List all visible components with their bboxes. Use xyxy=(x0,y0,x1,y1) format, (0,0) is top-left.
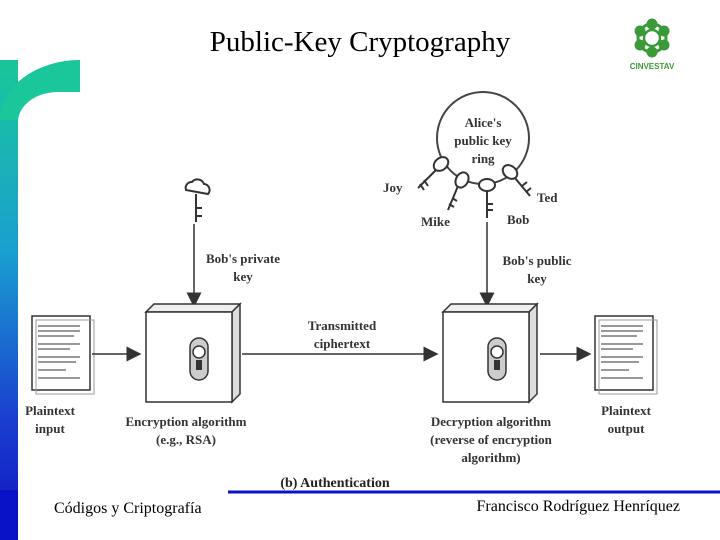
private-key-label-line1: Bob's private xyxy=(206,251,280,266)
keyring-label-line2: public key xyxy=(454,133,512,148)
sidebar-accent-bar xyxy=(0,60,18,540)
plaintext-output-label-line2: output xyxy=(608,421,646,436)
diagram-caption: (b) Authentication xyxy=(280,476,390,491)
bob-key-icon xyxy=(478,178,496,218)
private-key-label-line2: key xyxy=(233,269,253,284)
transmitted-label-line2: ciphertext xyxy=(314,336,371,351)
decryption-label-line1: Decryption algorithm xyxy=(431,414,551,429)
footer-course: Códigos y Criptografía xyxy=(54,500,202,517)
slide-title: Public-Key Cryptography xyxy=(209,26,511,58)
mike-key-icon xyxy=(447,171,470,211)
keyholder-ted: Ted xyxy=(537,190,558,205)
plaintext-input-document xyxy=(31,315,95,395)
decryption-label-line2: (reverse of encryption xyxy=(430,432,553,447)
transmitted-label-line1: Transmitted xyxy=(308,318,377,333)
private-key-icon xyxy=(184,178,211,222)
footer-accent-inner xyxy=(18,490,228,540)
keyring-label-line3: ring xyxy=(471,151,495,166)
logo-wordmark: CINVESTAV xyxy=(630,62,675,71)
footer-author: Francisco Rodríguez Henríquez xyxy=(476,498,680,515)
keyring-label-line1: Alice's xyxy=(465,115,502,130)
plaintext-input-label-line2: input xyxy=(35,421,65,436)
cinvestav-logo: CINVESTAV xyxy=(630,18,675,71)
keyholder-mike: Mike xyxy=(421,214,450,229)
encryption-box xyxy=(144,302,242,404)
ted-key-icon xyxy=(501,164,532,197)
plaintext-output-label-line1: Plaintext xyxy=(601,403,651,418)
logo-emblem xyxy=(634,18,670,58)
encryption-label-line2: (e.g., RSA) xyxy=(156,432,216,447)
joy-key-icon xyxy=(417,156,450,191)
keyholder-bob: Bob xyxy=(507,212,529,227)
keyholder-joy: Joy xyxy=(383,180,403,195)
decryption-box xyxy=(441,302,539,404)
public-key-label-line1: Bob's public xyxy=(502,253,571,268)
decryption-label-line3: algorithm) xyxy=(461,450,520,465)
public-key-label-line2: key xyxy=(527,271,547,286)
encryption-lock-icon xyxy=(189,337,209,381)
plaintext-output-document xyxy=(594,315,658,395)
encryption-label-line1: Encryption algorithm xyxy=(126,414,247,429)
decryption-lock-icon xyxy=(487,337,507,381)
plaintext-input-label-line1: Plaintext xyxy=(25,403,75,418)
